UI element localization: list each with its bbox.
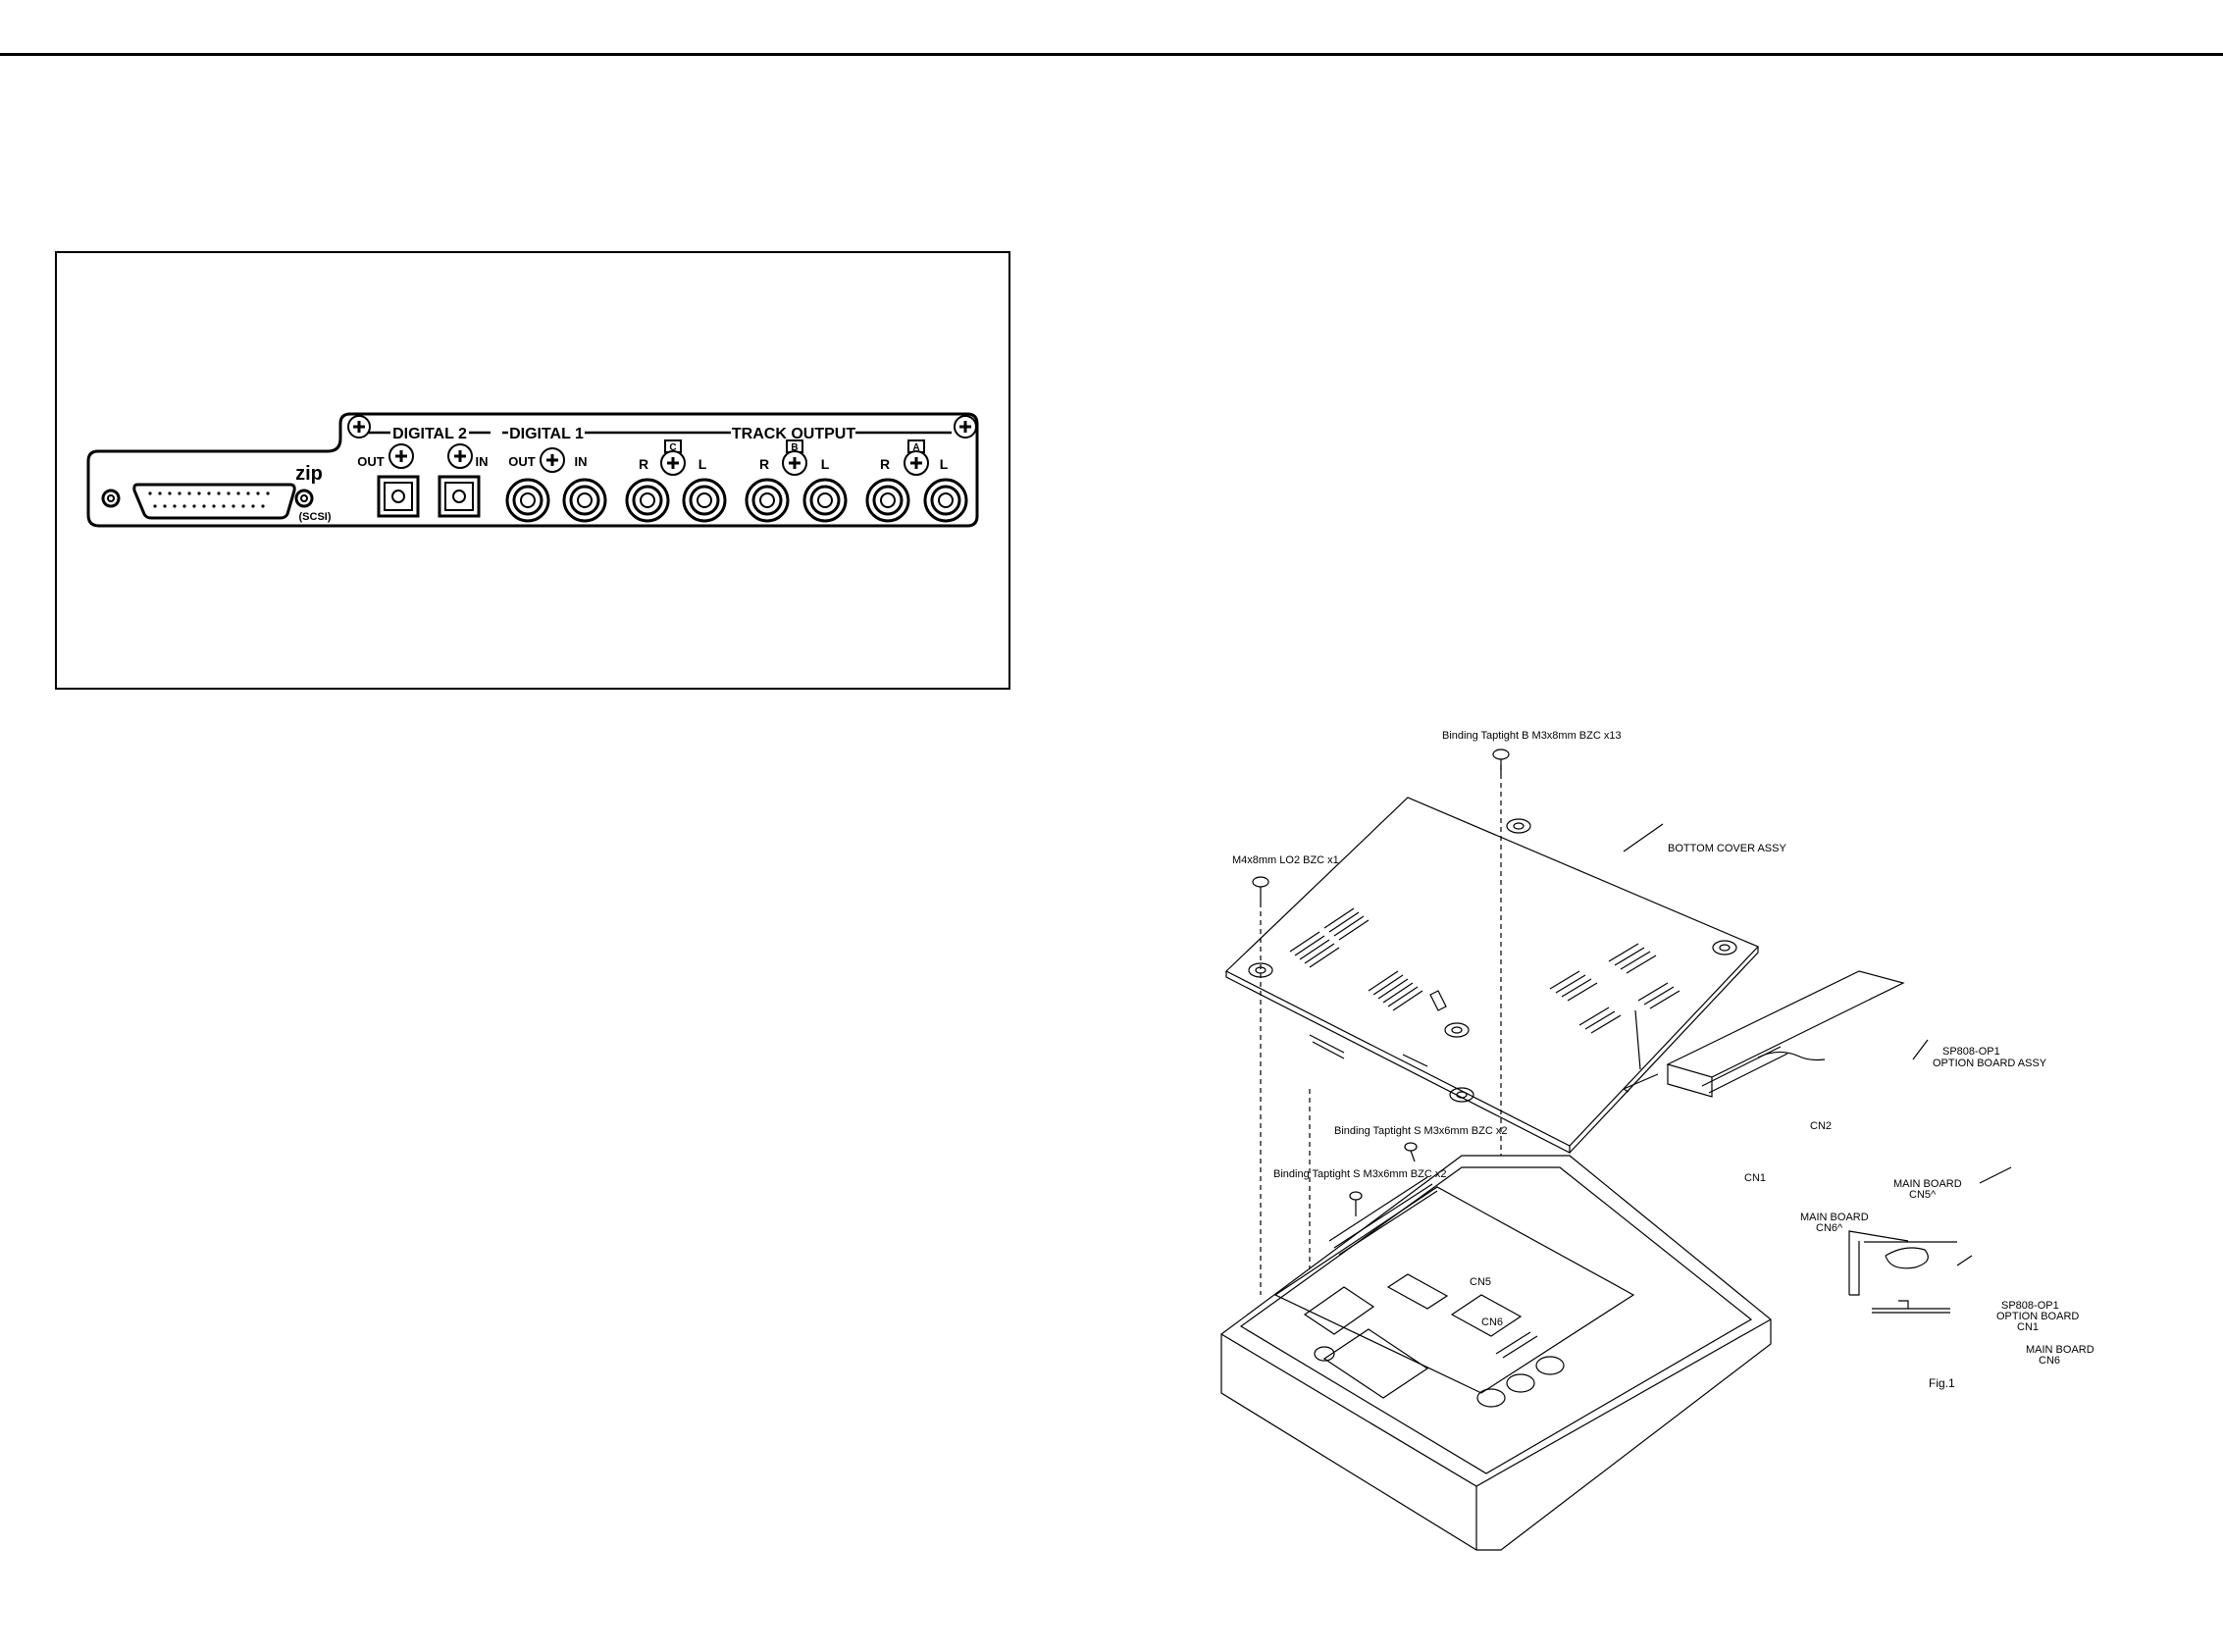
track-a-r-label: R <box>880 456 890 472</box>
label-main-cn6-2: CN6^ <box>1816 1222 1843 1234</box>
vent-slots-right <box>1549 943 1680 1034</box>
option-board-assy <box>1666 970 1905 1078</box>
label-detail-op1-2: OPTION BOARD <box>1996 1311 2079 1322</box>
rear-panel-frame <box>55 251 1010 690</box>
label-cn2: CN2 <box>1810 1120 1832 1132</box>
screw-icon <box>388 443 473 469</box>
label-option-board-1: SP808-OP1 <box>1942 1046 2000 1058</box>
label-cn6: CN6 <box>1481 1316 1503 1328</box>
label-screw-left: M4x8mm LO2 BZC x1 <box>1232 854 1339 866</box>
track-badge-c: C <box>669 442 676 453</box>
panel-outline <box>86 412 979 528</box>
label-main-cn5-1: MAIN BOARD <box>1893 1178 1962 1190</box>
screw-icon <box>540 447 565 473</box>
optical-in-jack-icon <box>438 475 481 518</box>
detail-option-board <box>1848 1230 1909 1296</box>
rear-panel-diagram: DIGITAL 2 DIGITAL 1 TRACK OUTPUT zip (SC… <box>86 412 979 528</box>
ground-knob-icon <box>101 489 121 508</box>
label-bottom-cover: BOTTOM COVER ASSY <box>1668 843 1786 854</box>
exploded-view-diagram: Binding Taptight B M3x8mm BZC x13 M4x8mm… <box>1220 730 2094 1551</box>
track-b-r-label: R <box>759 456 769 472</box>
label-cn1: CN1 <box>1744 1172 1766 1184</box>
exploded-view-figure: Binding Taptight B M3x8mm BZC x13 M4x8mm… <box>1158 706 2109 1570</box>
top-rule <box>0 53 2223 56</box>
label-option-board-2: OPTION BOARD ASSY <box>1933 1058 2047 1069</box>
track-output-title: TRACK OUTPUT <box>732 426 855 442</box>
digital1-out-label: OUT <box>508 454 536 469</box>
label-detail-op1-3: CN1 <box>2017 1321 2039 1333</box>
label-main-cn6-1: MAIN BOARD <box>1800 1212 1869 1223</box>
track-group-a: A R L <box>880 439 949 476</box>
scsi-connector-icon <box>132 483 296 520</box>
track-group-b: B R L <box>759 439 830 476</box>
scsi-knob-icon <box>294 489 314 508</box>
label-fig: Fig.1 <box>1929 1376 1955 1390</box>
digital1-in-label: IN <box>575 454 588 469</box>
track-a-l-label: L <box>940 456 949 472</box>
track-c-r-label: R <box>639 456 648 472</box>
optical-out-jack-icon <box>377 475 420 518</box>
track-c-l-label: L <box>698 456 707 472</box>
label-screw-mid-2: Binding Taptight S M3x6mm BZC x2 <box>1273 1168 1446 1180</box>
label-detail-main-1: MAIN BOARD <box>2026 1344 2094 1356</box>
digital2-out-label: OUT <box>357 454 385 469</box>
digital2-in-label: IN <box>476 454 489 469</box>
label-main-cn5-2: CN5^ <box>1909 1189 1937 1201</box>
rubber-foot-icons <box>1248 818 1737 1103</box>
scsi-label: (SCSI) <box>299 511 332 523</box>
main-board <box>1273 1186 1635 1394</box>
screw-icon <box>1252 749 1510 1216</box>
track-b-l-label: L <box>821 456 830 472</box>
zip-label: zip <box>295 463 323 485</box>
track-badge-b: B <box>791 442 798 453</box>
label-screw-mid-1: Binding Taptight S M3x6mm BZC x2 <box>1334 1125 1507 1137</box>
label-screw-top: Binding Taptight B M3x8mm BZC x13 <box>1442 730 1622 742</box>
label-detail-op1-1: SP808-OP1 <box>2001 1300 2059 1312</box>
digital1-title: DIGITAL 1 <box>509 426 584 442</box>
track-badge-a: A <box>912 442 919 453</box>
label-cn5: CN5 <box>1470 1276 1491 1288</box>
chassis-body <box>1220 1155 1772 1551</box>
screw-icon <box>347 415 977 439</box>
rca-jack-icons <box>505 478 968 523</box>
track-group-c: C R L <box>639 439 707 476</box>
vent-slots-left <box>1289 907 1423 1011</box>
digital2-title: DIGITAL 2 <box>392 426 467 442</box>
label-detail-main-2: CN6 <box>2039 1355 2060 1367</box>
